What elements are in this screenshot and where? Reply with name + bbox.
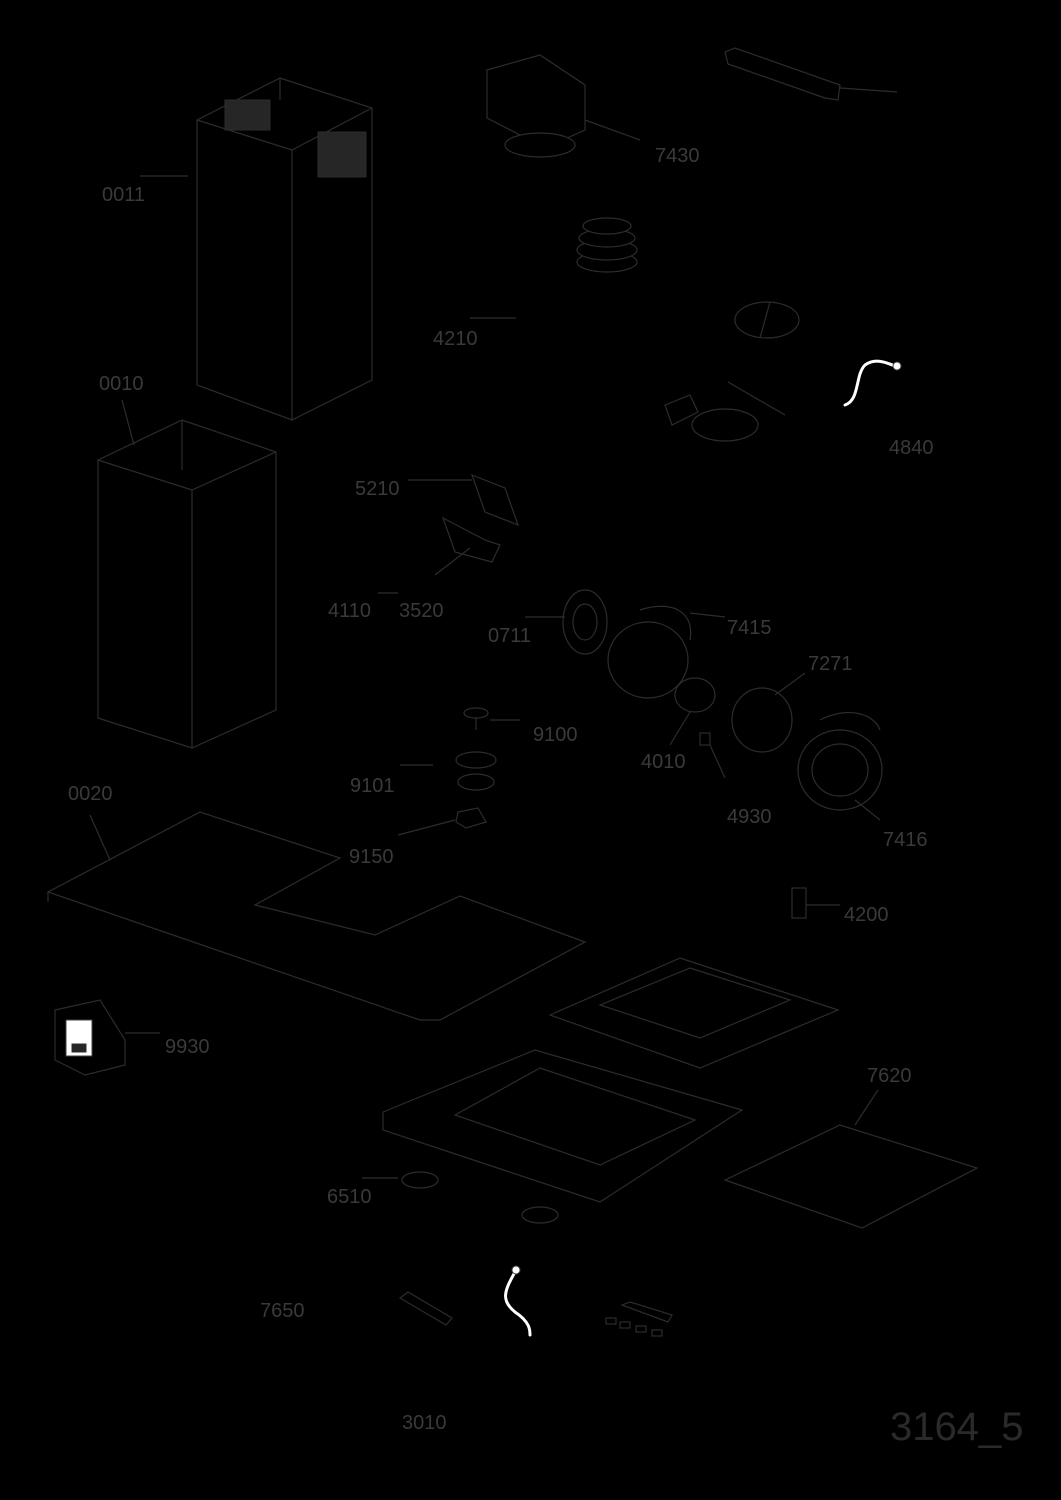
label-3520: 3520 (399, 600, 444, 622)
label-4010: 4010 (641, 751, 686, 773)
label-7415: 7415 (727, 617, 772, 639)
light-cable-plug-icon (511, 1265, 521, 1275)
label-7416: 7416 (883, 829, 928, 851)
fan-housing-part (607, 605, 726, 699)
light-cable-part (504, 1270, 532, 1337)
label-3010: 3010 (402, 1412, 447, 1434)
label-9101: 9101 (350, 775, 395, 797)
clips-part (605, 1301, 673, 1337)
lower-chimney-part (97, 399, 277, 749)
control-knobs-part (362, 1171, 559, 1224)
label-4840: 4840 (889, 437, 934, 459)
label-9150: 9150 (349, 846, 394, 868)
label-7271: 7271 (808, 653, 853, 675)
flange-ring-part (470, 217, 638, 319)
label-0020: 0020 (68, 783, 113, 805)
label-0711: 0711 (488, 625, 531, 647)
control-board-part (408, 473, 520, 527)
fan-cover-part (797, 711, 883, 821)
power-cable-part (843, 359, 897, 407)
label-6510: 6510 (327, 1186, 372, 1208)
label-0011: 0011 (102, 184, 145, 206)
mounting-frame-part (548, 957, 840, 1069)
impeller-part (731, 672, 806, 753)
label-4930: 4930 (727, 806, 772, 828)
sheet-id: 3164_5 (890, 1405, 1023, 1449)
label-4200: 4200 (844, 904, 889, 926)
capacitor-part (699, 732, 726, 779)
air-outlet-part (486, 54, 641, 158)
motor-plate-part (525, 589, 608, 655)
label-7430: 7430 (655, 145, 700, 167)
label-9930: 9930 (165, 1036, 210, 1058)
damper-part (664, 301, 800, 442)
filter-frame-part (382, 1049, 744, 1203)
grease-filter-part (723, 1089, 979, 1229)
label-7620: 7620 (867, 1065, 912, 1087)
upper-chimney-part (140, 77, 373, 421)
accessory-box-part (54, 999, 160, 1076)
label-0010: 0010 (99, 373, 144, 395)
light-strip-part (398, 1291, 453, 1326)
switch-part (378, 516, 501, 594)
wall-bracket-part (724, 47, 898, 101)
lamp-part (791, 887, 840, 919)
knob-parts (397, 707, 520, 836)
label-7650: 7650 (260, 1300, 305, 1322)
label-5210: 5210 (355, 478, 400, 500)
motor-part (669, 677, 716, 746)
label-9100: 9100 (533, 724, 578, 746)
label-4110: 4110 (328, 600, 371, 622)
glass-canopy-part (46, 811, 587, 1021)
cable-plug-icon (892, 361, 902, 371)
label-4210: 4210 (433, 328, 478, 350)
